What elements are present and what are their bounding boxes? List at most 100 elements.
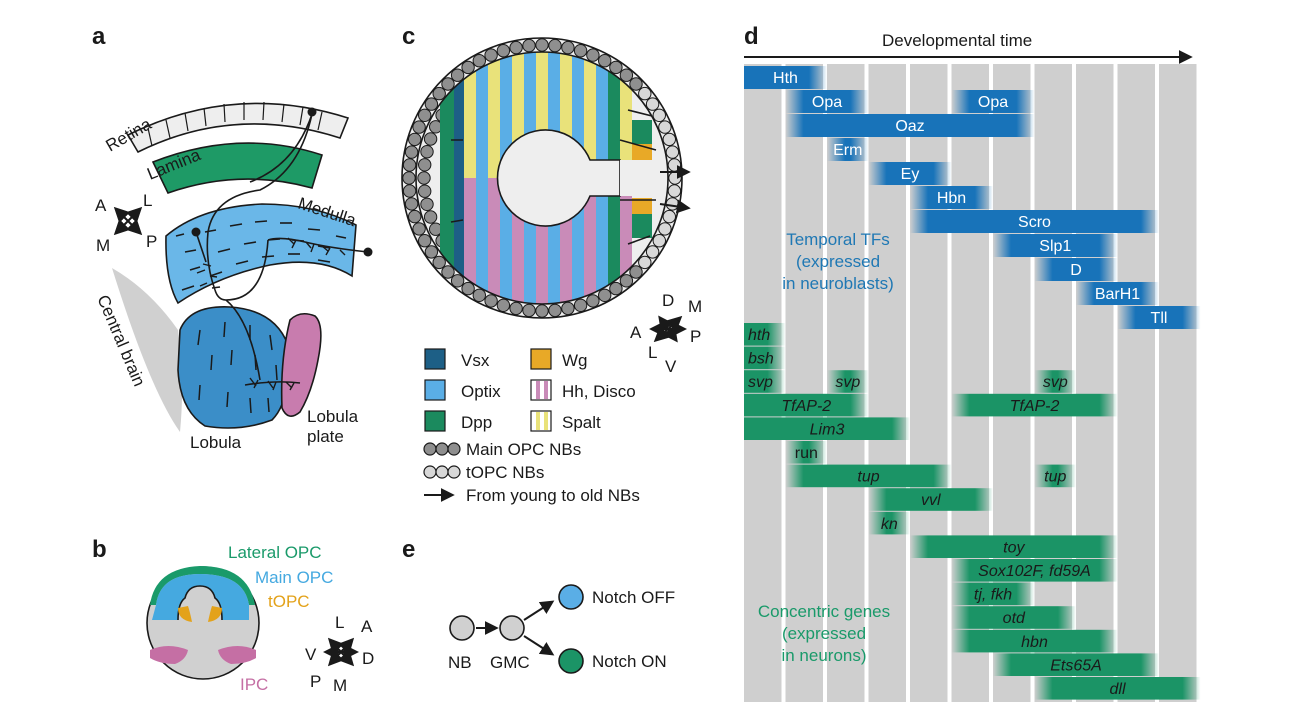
lumen-extension <box>620 160 660 196</box>
neuroepithelium-stripe-tip <box>620 196 632 256</box>
main-opc-neuroblast <box>423 132 438 146</box>
concentric-gene-bar: Lim3 <box>744 417 910 440</box>
temporal-tf-bar: Oaz <box>785 114 1035 137</box>
concentric-gene-label: otd <box>1003 610 1026 627</box>
concentric-gene-label: tup <box>857 469 879 486</box>
main-opc-neuroblast <box>548 38 562 53</box>
main-opc-neuroblast <box>423 210 438 224</box>
legend-label-hh-disco: Hh, Disco <box>562 382 636 401</box>
temporal-tf-label: BarH1 <box>1095 286 1140 303</box>
legend-arrow-label: From young to old NBs <box>466 486 640 505</box>
temporal-tf-label: Opa <box>978 94 1008 111</box>
temporal-tf-bar: Slp1 <box>993 234 1118 257</box>
compass-a-posterior: P <box>146 232 157 251</box>
temporal-tf-label: Hbn <box>937 190 966 207</box>
notch-on-cell <box>558 648 584 674</box>
legend-label-vsx: Vsx <box>461 351 490 370</box>
temporal-tf-bar: Scro <box>910 210 1159 233</box>
ipc-right <box>218 646 256 664</box>
temporal-tf-bar: Ey <box>868 162 952 185</box>
topc-neuroblast <box>662 209 676 224</box>
main-opc-neuroblast <box>586 294 600 308</box>
topc-neuroblast <box>652 108 666 123</box>
notch-on-label: Notch ON <box>592 652 667 671</box>
lobula-plate <box>280 312 322 417</box>
topc-neuroblast <box>665 197 680 211</box>
main-opc-neuroblast <box>629 77 643 91</box>
retina-label: Retina <box>103 114 156 155</box>
temporal-tf-bar: Erm <box>827 138 869 161</box>
main-opc-neuroblast <box>598 288 612 302</box>
topc-neuroblast <box>638 86 652 101</box>
concentric-genes-note-2: (expressed <box>782 624 866 643</box>
main-opc-neuroblast <box>509 301 523 316</box>
legend-label-spalt: Spalt <box>562 413 601 432</box>
main-opc-neuroblast <box>441 77 455 91</box>
topc-neuroblast <box>638 255 652 270</box>
concentric-gene-bar: hbn <box>951 629 1118 653</box>
neuroepithelium-stripe-tip <box>620 100 632 160</box>
concentric-gene-label: bsh <box>748 351 774 368</box>
compass-a <box>113 206 143 236</box>
temporal-tfs-note-2: (expressed <box>796 252 880 271</box>
main-opc-neuroblast <box>535 38 549 52</box>
neuroepithelium-stripe-ventral <box>464 178 476 304</box>
neuroepithelium-stripe-dorsal <box>464 52 476 178</box>
compass-c <box>648 315 688 343</box>
main-opc-neuroblast <box>619 274 634 288</box>
temporal-tf-bar: D <box>1034 258 1118 281</box>
temporal-tf-label: D <box>1070 262 1082 279</box>
legend-swatch-hh-disco <box>530 379 552 401</box>
concentric-genes-note-3: in neurons) <box>781 646 866 665</box>
concentric-gene-label: svp <box>835 374 860 391</box>
main-opc-neuroblast <box>418 234 432 248</box>
concentric-gene-bar: TfAP-2 <box>951 393 1118 417</box>
panel-c-letter: c <box>402 23 415 50</box>
concentric-gene-label: run <box>795 445 818 462</box>
concentric-gene-label: vvl <box>921 492 941 509</box>
notch-off-label: Notch OFF <box>592 588 675 607</box>
concentric-gene-bar: kn <box>868 511 910 535</box>
concentric-gene-label: Ets65A <box>1050 657 1102 674</box>
topc-neuroblast <box>665 145 680 159</box>
temporal-tf-bar: Tll <box>1117 306 1201 329</box>
main-opc-neuroblast <box>420 145 434 159</box>
main-opc-neuroblast <box>404 197 419 211</box>
topc-neuroblast <box>645 97 660 111</box>
main-opc-neuroblast <box>408 132 422 147</box>
panel-a: a Retina Lamina Medulla Central <box>92 23 373 452</box>
legend-topc-nbs: tOPC NBs <box>466 463 544 482</box>
time-column <box>910 64 948 702</box>
panel-b-letter: b <box>92 536 107 563</box>
main-opc-neuroblast <box>402 184 417 198</box>
neuroepithelium-stripe-dorsal <box>584 52 596 178</box>
topc-neuroblast <box>668 171 682 185</box>
lateral-opc-label: Lateral OPC <box>228 543 322 562</box>
concentric-gene-bar: svp <box>744 370 786 393</box>
main-opc-neuroblast <box>450 68 465 82</box>
main-opc-neuroblast <box>402 171 416 185</box>
topc-neuroblast <box>652 234 666 248</box>
time-column <box>1159 64 1197 702</box>
neuroepithelium-stripe-dorsal <box>608 52 620 178</box>
concentric-gene-label: Lim3 <box>810 421 845 438</box>
panel-d-letter: d <box>744 23 759 50</box>
temporal-tf-label: Hth <box>773 70 798 87</box>
main-opc-neuroblast <box>461 60 475 75</box>
neuroepithelium-outer-edge <box>415 51 669 305</box>
compass-a-medial: M <box>96 236 110 255</box>
dendrite-arbors <box>196 237 346 391</box>
neuron-soma-right <box>363 247 373 257</box>
concentric-gene-bar: Sox102F, fd59A <box>951 559 1118 582</box>
concentric-gene-label: svp <box>748 374 773 391</box>
concentric-gene-label: tup <box>1044 469 1066 486</box>
temporal-tf-label: Opa <box>812 94 842 111</box>
temporal-tf-bar: Hth <box>744 66 827 89</box>
main-opc-neuroblast <box>548 303 562 318</box>
main-opc-label: Main OPC <box>255 568 333 587</box>
developmental-time-title: Developmental time <box>882 31 1032 50</box>
topc-left <box>178 606 192 622</box>
main-opc-neuroblast <box>496 44 511 58</box>
time-column <box>785 64 823 702</box>
main-opc-neuroblast <box>412 222 426 236</box>
